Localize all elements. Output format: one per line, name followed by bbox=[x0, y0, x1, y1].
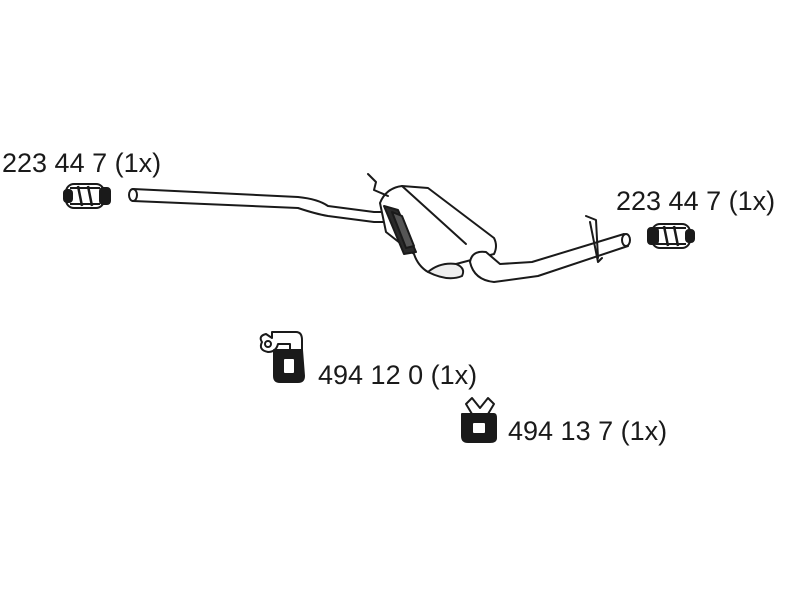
part-label-left-clamp: 223 44 7 (1x) bbox=[2, 148, 161, 178]
silencer-top-seam bbox=[401, 185, 467, 245]
silencer-body bbox=[379, 185, 497, 273]
silencer-wrap-band bbox=[391, 211, 415, 249]
part-label-rubber-mount: 494 13 7 (1x) bbox=[508, 416, 667, 446]
outlet-hanger-wire-2 bbox=[589, 221, 603, 263]
pipe-clamp-icon bbox=[63, 183, 111, 209]
outlet-hanger-wire bbox=[585, 215, 599, 259]
silencer-rear-cap bbox=[427, 262, 465, 280]
silencer-hanger-wire bbox=[367, 173, 389, 197]
rubber-hanger-icon bbox=[259, 331, 305, 383]
exhaust-middle-silencer-icon bbox=[128, 173, 631, 283]
outlet-pipe-end bbox=[621, 233, 631, 247]
rubber-mount-icon bbox=[461, 397, 497, 443]
inlet-pipe-end bbox=[128, 188, 138, 202]
inlet-pipe bbox=[132, 188, 395, 223]
pipe-clamp-icon bbox=[647, 223, 695, 249]
part-label-rubber-hanger: 494 12 0 (1x) bbox=[318, 360, 477, 390]
part-label-right-clamp: 223 44 7 (1x) bbox=[616, 186, 775, 216]
